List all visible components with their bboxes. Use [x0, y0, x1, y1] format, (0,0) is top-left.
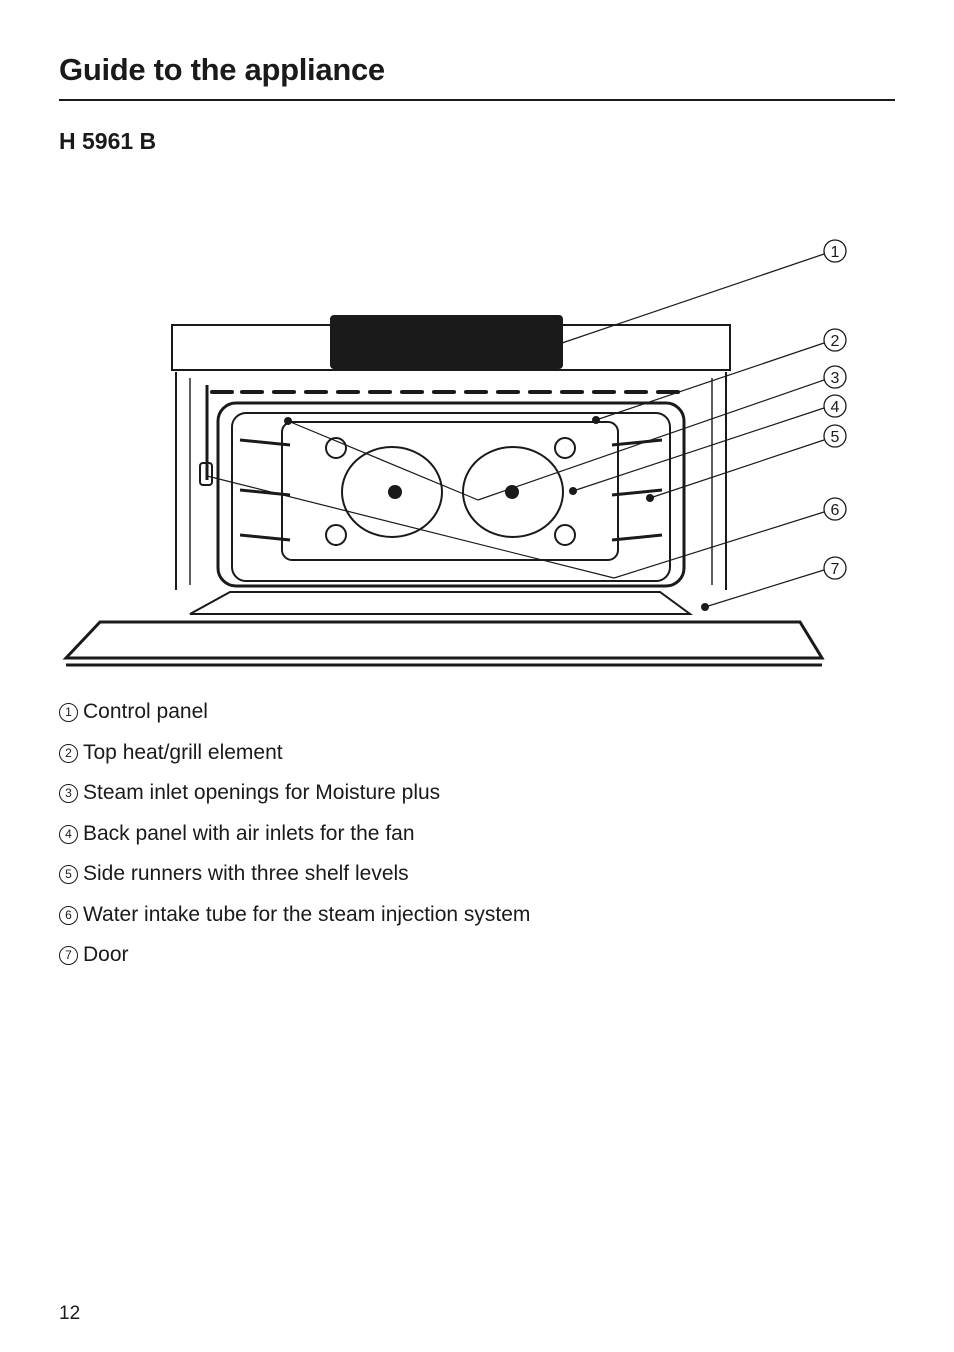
legend-label: Door: [83, 943, 129, 966]
callout-7-label: 7: [831, 561, 840, 578]
callout-6-label: 6: [831, 502, 840, 519]
legend-label: Steam inlet openings for Moisture plus: [83, 781, 441, 804]
legend-item: 5 Side runners with three shelf levels: [59, 862, 530, 903]
callout-3-label: 3: [831, 370, 840, 387]
legend-number: 6: [59, 905, 78, 925]
title-rule: [59, 99, 895, 101]
callout-2: 2: [823, 328, 847, 352]
legend-item: 7 Door: [59, 943, 530, 984]
legend-number: 3: [59, 784, 78, 803]
legend-label: Control panel: [83, 700, 208, 723]
page-number: 12: [59, 1303, 81, 1324]
control-panel: [330, 315, 563, 369]
legend-item: 3 Steam inlet openings for Moisture plus: [59, 781, 530, 822]
legend-label: Top heat/grill element: [83, 740, 283, 764]
leader-lines: [206, 253, 825, 608]
legend-label: Side runners with three shelf levels: [83, 862, 409, 885]
callout-5: 5: [823, 424, 847, 448]
callout-4: 4: [823, 394, 847, 418]
legend-number: 7: [59, 946, 78, 965]
callout-numbers: 1 2 3 4 5 6 7: [823, 239, 847, 580]
callout-1-label: 1: [831, 244, 840, 261]
callout-7: 7: [823, 556, 847, 580]
legend-number: 5: [59, 865, 78, 884]
callout-2-label: 2: [831, 333, 840, 350]
callout-1: 1: [823, 239, 847, 263]
oven-diagram: 1 2 3 4 5 6 7: [62, 239, 847, 667]
model-heading: H 5961 B: [59, 128, 157, 154]
legend-number: 4: [59, 824, 78, 844]
legend-label: Back panel with air inlets for the fan: [83, 821, 415, 845]
legend-item: 1 Control panel: [59, 700, 530, 741]
callout-3: 3: [823, 365, 847, 389]
legend-number: 2: [59, 743, 78, 763]
legend-label: Water intake tube for the steam injectio…: [83, 902, 531, 926]
legend-number: 1: [59, 703, 78, 722]
oven-outline: [62, 315, 825, 667]
page-title: Guide to the appliance: [59, 52, 385, 87]
callout-5-label: 5: [831, 429, 840, 446]
callout-6: 6: [823, 497, 847, 521]
callout-4-label: 4: [831, 399, 840, 416]
